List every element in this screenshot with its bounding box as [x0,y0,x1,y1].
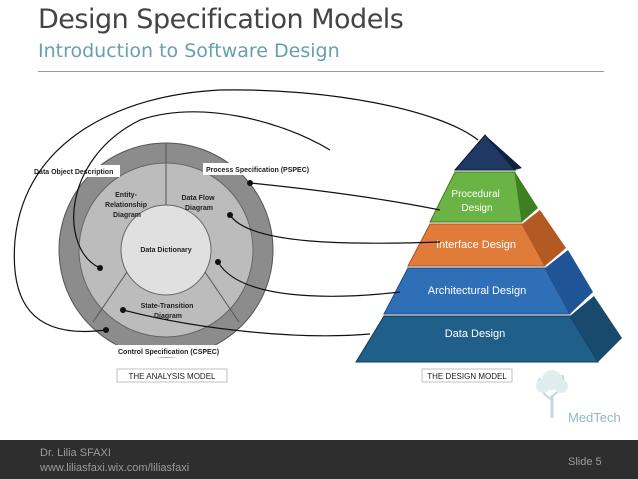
endpoint-dot [247,180,253,186]
footer-url[interactable]: www.liliasfaxi.wix.com/liliasfaxi [40,462,190,474]
tier-procedural-side [515,172,538,222]
process-specification-box [203,163,316,175]
pyramid-top-side [485,135,522,170]
connector-endpoints [97,180,253,333]
design-model-pyramid: Procedural Design Interface Design Archi… [355,134,622,383]
tier-data-side [570,296,622,362]
control-specification-box [116,345,226,357]
tier-interface-side [522,210,566,266]
tier-architectural-side [545,250,593,314]
connector-dictionary-to-architectural [217,261,401,297]
connector-pspec-to-procedural [249,182,441,211]
endpoint-dot [120,307,126,313]
page-subtitle: Introduction to Software Design [38,40,340,62]
procedural-design-label: Procedural Design [451,189,502,214]
control-specification-label: Control Specification (CSPEC) [118,349,219,356]
design-model-caption: THE DESIGN MODEL [427,372,507,381]
architectural-design-label: Architectural Design [428,285,526,297]
connector-data-object [73,111,331,269]
medtech-logo: MedTech [568,410,621,425]
divider-left [92,271,128,323]
footer-bar [0,440,638,479]
tree-icon [536,370,568,418]
footer-author: Dr. Lilia SFAXI [40,447,111,459]
connectors [13,89,479,337]
divider-right [204,271,240,323]
entity-relationship-label: Entity- Relationship Diagram [105,192,149,219]
analysis-model-caption: THE ANALYSIS MODEL [129,372,217,381]
connector-dataflow-to-interface [229,214,441,244]
page-title: Design Specification Models [38,4,404,35]
analysis-model-caption-box [116,368,228,383]
analysis-model: Entity- Relationship Diagram Data Flow D… [32,142,316,383]
data-flow-label: Data Flow Diagram [181,195,216,212]
endpoint-dot [215,259,221,265]
connector-state-to-data [122,309,371,337]
design-model-caption-box [421,368,513,383]
pyramid-top-cap [453,134,517,171]
connector-control-spec-to-top [13,89,479,332]
design-models-diagram: Entity- Relationship Diagram Data Flow D… [13,89,622,418]
state-transition-label: State-Transition Diagram [141,303,196,320]
process-specification-label: Process Specification (PSPEC) [206,167,309,174]
endpoint-dot [97,265,103,271]
endpoint-dot [103,327,109,333]
interface-design-label: Interface Design [436,239,516,251]
data-object-description-label: Data Object Description [34,169,113,176]
slide-number: Slide 5 [568,456,602,468]
endpoint-dot [227,212,233,218]
data-design-label: Data Design [445,328,506,340]
data-dictionary-label: Data Dictionary [140,247,191,254]
data-object-description-box [32,165,120,177]
title-divider [38,71,604,72]
